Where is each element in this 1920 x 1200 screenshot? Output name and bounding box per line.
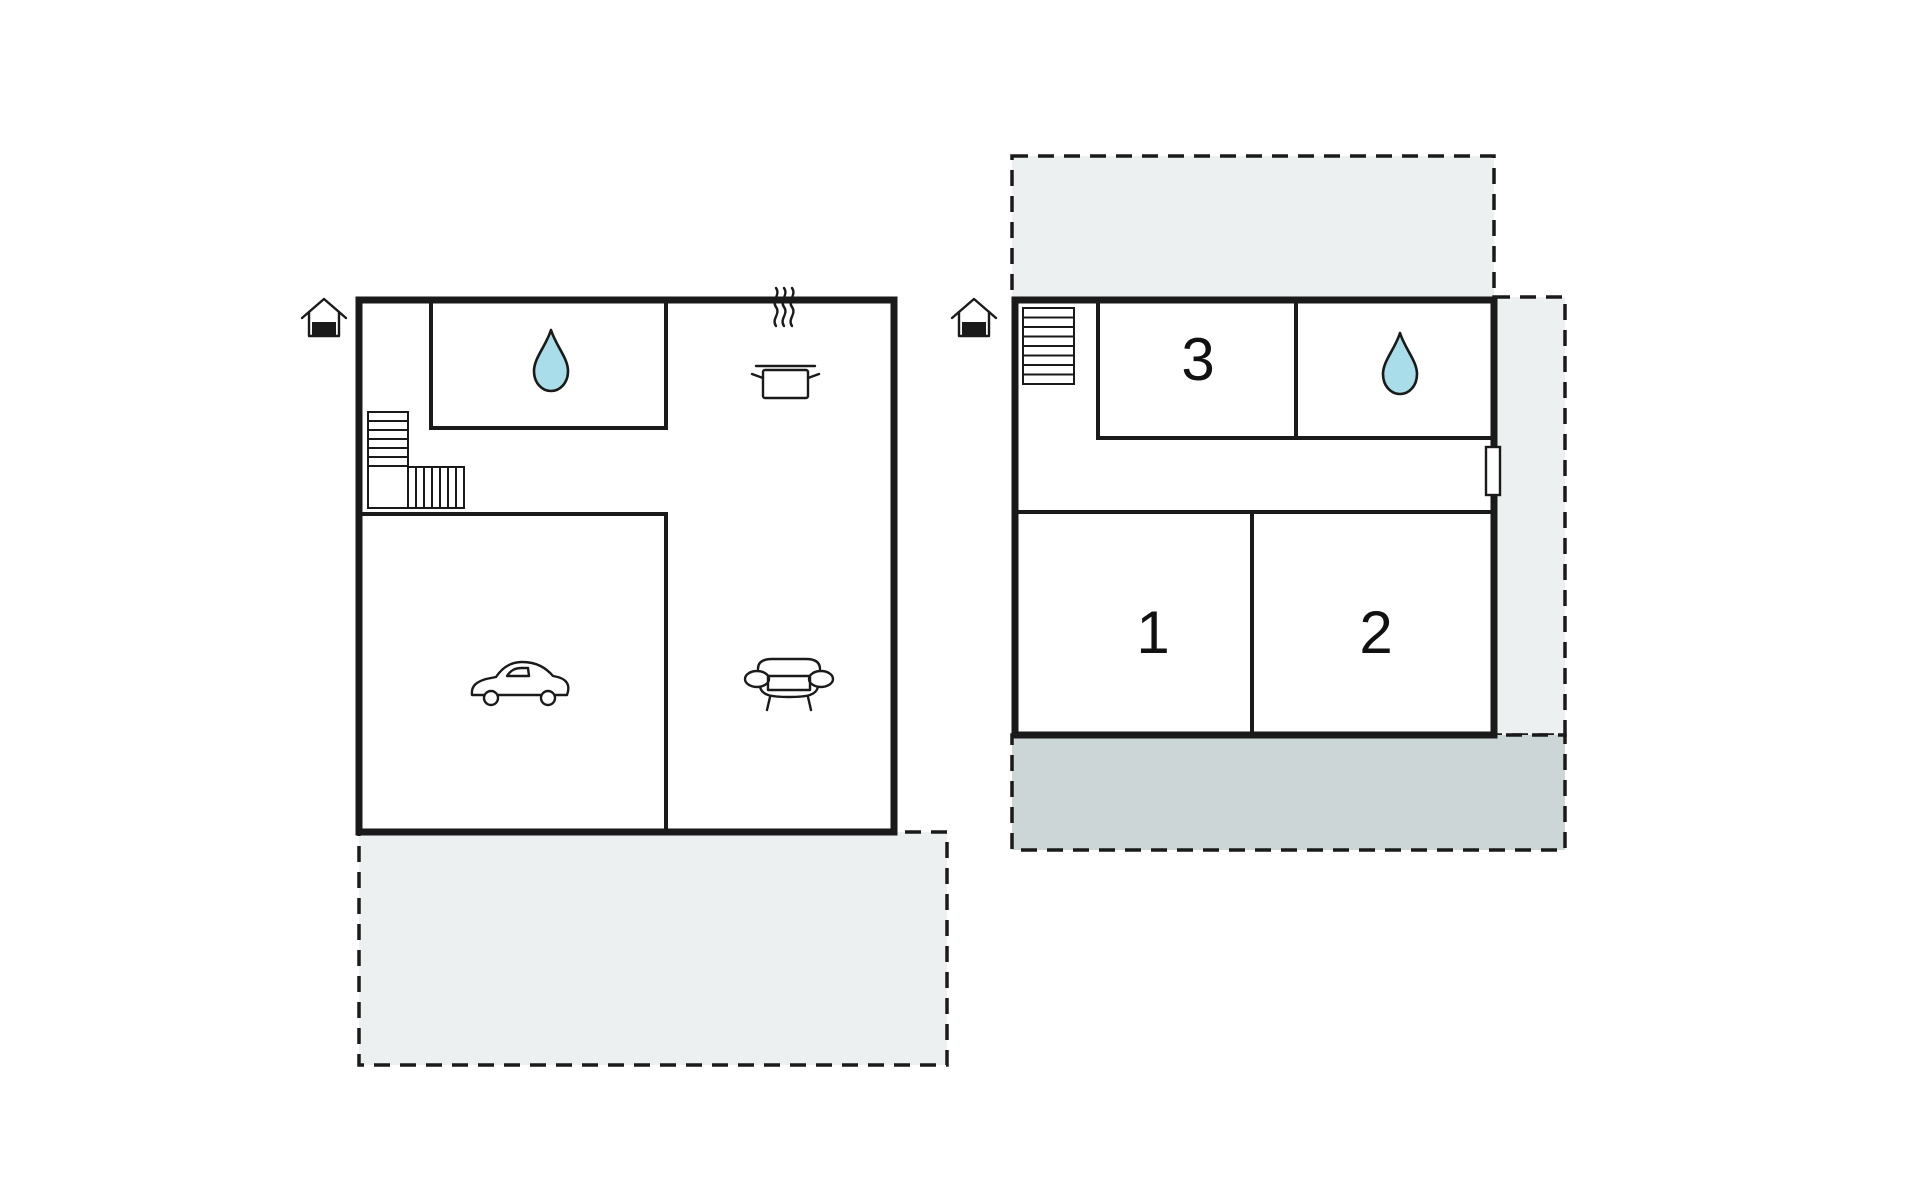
stairs-icon: [1022, 307, 1075, 385]
window-icon: [1484, 445, 1502, 497]
ground-garage-walls: [362, 512, 668, 829]
ground-terrace: [357, 830, 949, 1067]
car-icon: [470, 660, 570, 707]
entrance-icon: [300, 297, 348, 338]
upper-floor-walls: [1011, 296, 1498, 739]
ground-floor: [300, 286, 949, 1067]
upper-floor: 3 1 2: [950, 154, 1567, 852]
ground-floor-walls: [355, 296, 898, 836]
sofa-icon: [743, 657, 835, 712]
stairs-icon: [367, 411, 465, 509]
entrance-icon: [950, 297, 998, 338]
room-number-1: 1: [1136, 599, 1169, 666]
upper-bottom-terrace: [1010, 733, 1567, 852]
upper-right-terrace: [1492, 295, 1567, 737]
stair-steps: [368, 420, 457, 508]
upper-bedrooms-walls: [1018, 510, 1491, 732]
water-drop-icon: [1381, 331, 1419, 396]
upper-top-terrace: [1010, 154, 1496, 302]
room-number-3: 3: [1181, 326, 1214, 393]
water-drop-icon: [532, 328, 570, 393]
room-number-2: 2: [1359, 599, 1392, 666]
upper-top-rooms-walls: [1096, 303, 1491, 440]
kitchen-pot-icon: [750, 286, 821, 400]
ground-bathroom-walls: [429, 303, 668, 430]
stair-steps: [1023, 316, 1074, 376]
